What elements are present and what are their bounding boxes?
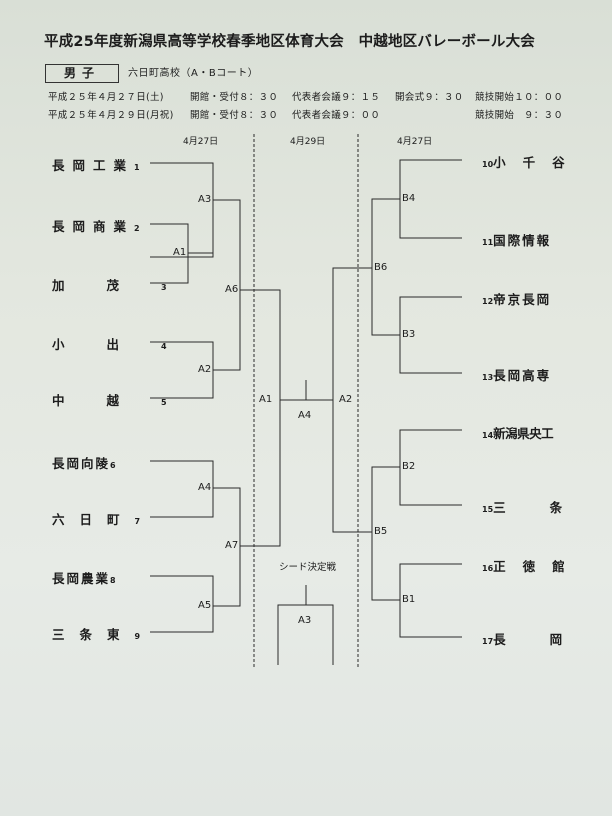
page-title: 平成25年度新潟県高等学校春季地区体育大会 中越地区バレーボール大会 (44, 34, 535, 50)
match-a1: A1 (173, 247, 187, 258)
seed-number: 14 (482, 431, 494, 440)
team-left-3: 加茂3 (52, 278, 167, 293)
team-left-6: 長岡向陵6 (52, 456, 116, 471)
match-a7: A7 (225, 540, 239, 551)
match-b6: B6 (374, 262, 388, 273)
seed-match-title: シード決定戦 (279, 562, 337, 573)
seed-number: 13 (482, 373, 494, 382)
match-b5: B5 (374, 526, 388, 537)
date-right: 4月27日 (397, 137, 433, 147)
gender-label: 男子 (45, 64, 119, 83)
team-right-10: 10小千谷 (482, 155, 582, 170)
match-a5: A5 (198, 600, 212, 611)
schedule-open-2: 開館・受付８：３０ (190, 110, 279, 121)
match-b1: B1 (402, 594, 416, 605)
seed-number: 17 (482, 637, 494, 646)
seed-number: 12 (482, 297, 494, 306)
seed-number: 15 (482, 505, 494, 514)
date-left: 4月27日 (183, 137, 219, 147)
seed-number: 5 (161, 398, 167, 407)
match-a6: A6 (225, 284, 239, 295)
match-a3: A3 (198, 194, 212, 205)
team-right-16: 16正徳館 (482, 559, 582, 574)
match-b2: B2 (402, 461, 416, 472)
seed-number: 9 (134, 632, 141, 641)
team-left-5: 中越5 (52, 393, 167, 408)
team-right-15: 15三条 (482, 500, 607, 515)
team-left-8: 長岡農業8 (52, 571, 116, 586)
match-b3: B3 (402, 329, 416, 340)
schedule-start-1: 競技開始１０：００ (475, 92, 564, 103)
seed-number: 7 (134, 517, 141, 526)
final-right-label: A2 (339, 394, 353, 405)
venue-text: 六日町高校（A・Bコート） (128, 68, 259, 79)
team-left-2: 長岡商業2 (52, 219, 140, 234)
team-right-14: 14新潟県央工 (482, 426, 554, 441)
seed-number: 2 (134, 224, 140, 233)
team-right-17: 17長岡 (482, 632, 607, 647)
schedule-ceremony-1: 開会式９：３０ (395, 92, 464, 103)
schedule-open-1: 開館・受付８：３０ (190, 92, 279, 103)
seed-number: 3 (161, 283, 167, 292)
team-left-1: 長岡工業1 (52, 158, 140, 173)
final-left-label: A1 (259, 394, 273, 405)
match-a2: A2 (198, 364, 212, 375)
team-right-12: 12帝京長岡 (482, 292, 552, 307)
schedule-meeting-1: 代表者会議９：１５ (292, 92, 381, 103)
team-left-4: 小出4 (52, 337, 167, 352)
final-center-label: A4 (298, 410, 312, 421)
seed-number: 6 (110, 461, 116, 470)
team-left-9: 三条東9 (52, 627, 141, 642)
seed-number: 1 (134, 163, 140, 172)
seed-number: 11 (482, 238, 494, 247)
date-center: 4月29日 (290, 137, 326, 147)
seed-match-label: A3 (298, 615, 312, 626)
seed-number: 4 (161, 342, 167, 351)
seed-number: 10 (482, 160, 494, 169)
match-b4: B4 (402, 193, 416, 204)
team-right-11: 11国際情報 (482, 233, 552, 248)
team-left-7: 六日町7 (52, 512, 141, 527)
schedule-start-2: 競技開始 ９：３０ (475, 110, 564, 121)
schedule-date-1: 平成２５年４月２７日(土) (48, 92, 164, 103)
seed-number: 16 (482, 564, 494, 573)
schedule-date-2: 平成２５年４月２９日(月祝) (48, 110, 174, 121)
team-right-13: 13長岡高専 (482, 368, 552, 383)
match-a4: A4 (198, 482, 212, 493)
schedule-meeting-2: 代表者会議９：００ (292, 110, 381, 121)
seed-number: 8 (110, 576, 116, 585)
